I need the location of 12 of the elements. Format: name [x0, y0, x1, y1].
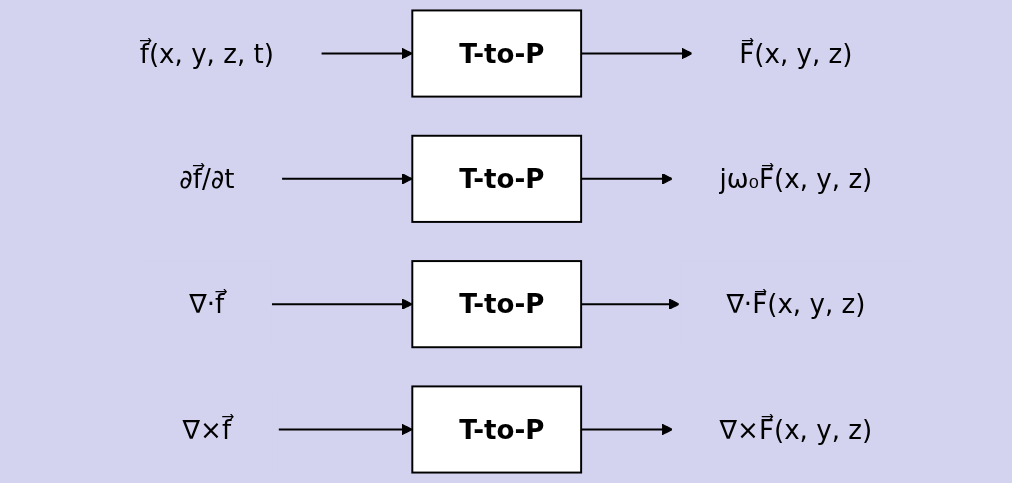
node-text: ∇×F⃗(x, y, z)	[719, 413, 873, 446]
node-text: F⃗(x, y, z)	[739, 37, 853, 70]
node-box: T-to-P	[411, 385, 583, 474]
node-text: jω₀F⃗(x, y, z)	[719, 163, 873, 195]
node-box: T-to-P	[411, 9, 583, 98]
node-text: f⃗(x, y, z, t)	[139, 37, 274, 70]
node-box: T-to-P	[411, 260, 583, 349]
node-text: ∇·f⃗	[189, 288, 225, 320]
node-text: ∇×f⃗	[182, 413, 232, 446]
node-text: ∂f⃗/∂t	[179, 163, 235, 195]
node-box: T-to-P	[411, 134, 583, 223]
node-text: ∇·F⃗(x, y, z)	[726, 288, 866, 320]
